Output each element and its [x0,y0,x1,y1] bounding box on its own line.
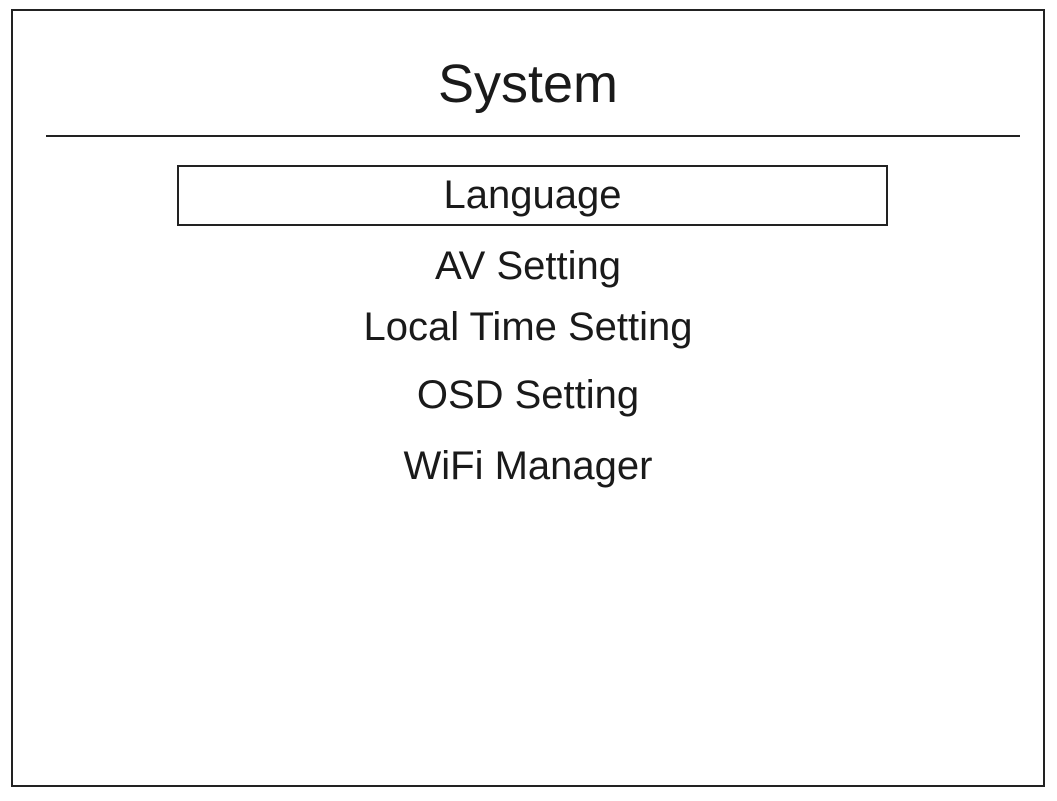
menu-item-language[interactable]: Language [177,165,888,226]
page-title: System [437,54,619,114]
menu-item-av-setting[interactable]: AV Setting [434,244,622,288]
title-divider [46,135,1020,137]
menu-item-wifi-manager[interactable]: WiFi Manager [403,444,653,488]
menu-item-local-time-setting[interactable]: Local Time Setting [363,305,693,349]
system-menu-screen: System Language AV Setting Local Time Se… [11,9,1045,787]
menu-item-osd-setting[interactable]: OSD Setting [416,373,640,417]
system-menu-list: Language AV Setting Local Time Setting O… [13,11,1043,785]
